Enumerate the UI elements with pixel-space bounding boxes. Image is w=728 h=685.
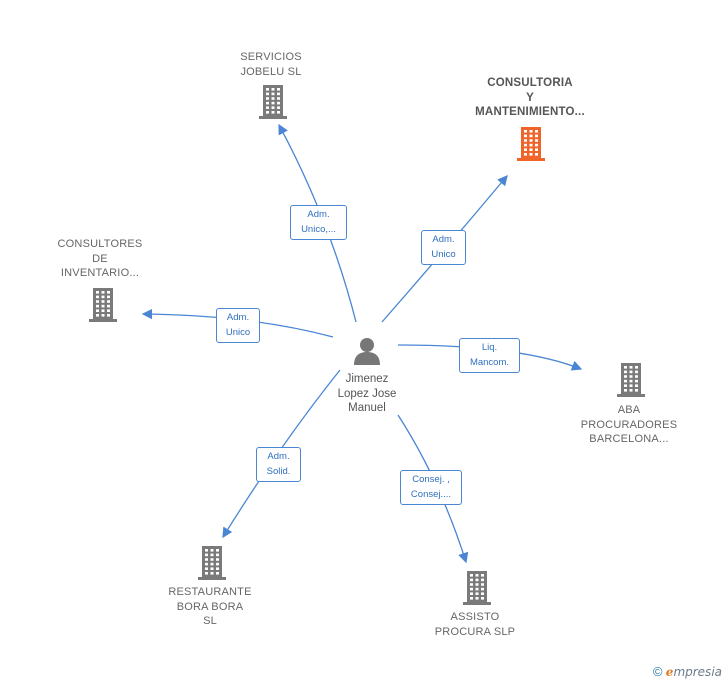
relation-label-assisto: Consej. , Consej.... xyxy=(400,470,462,505)
company-label-servicios[interactable]: SERVICIOS JOBELU SL xyxy=(240,51,302,78)
company-label-consultores[interactable]: CONSULTORES DE INVENTARIO... xyxy=(57,238,143,279)
person-name[interactable]: Jimenez Lopez Jose Manuel xyxy=(337,373,397,414)
brand-logo-text: mpresia xyxy=(673,665,722,679)
brand-footer: © empresia xyxy=(653,664,722,679)
building-icon[interactable] xyxy=(88,287,118,323)
building-icon[interactable] xyxy=(258,84,288,120)
building-icon[interactable] xyxy=(616,362,646,398)
brand-logo-initial: e xyxy=(665,665,674,679)
copyright-symbol: © xyxy=(652,664,663,679)
relation-label-consultoria: Adm. Unico xyxy=(421,230,466,265)
company-label-consultoria[interactable]: CONSULTORIA Y MANTENIMIENTO... xyxy=(475,77,585,118)
relation-label-aba: Liq. Mancom. xyxy=(459,338,520,373)
company-label-restaurante[interactable]: RESTAURANTE BORA BORA SL xyxy=(168,586,252,627)
company-label-aba[interactable]: ABA PROCURADORES BARCELONA... xyxy=(580,404,678,445)
building-icon[interactable] xyxy=(462,570,492,606)
relation-label-consultores: Adm. Unico xyxy=(216,308,260,343)
relation-label-servicios: Adm. Unico,... xyxy=(290,205,347,240)
relation-label-restaurante: Adm. Solid. xyxy=(256,447,301,482)
company-label-assisto[interactable]: ASSISTO PROCURA SLP xyxy=(434,611,516,638)
building-icon[interactable] xyxy=(197,545,227,581)
person-icon[interactable] xyxy=(352,335,382,365)
building-icon-highlight[interactable] xyxy=(516,126,546,162)
